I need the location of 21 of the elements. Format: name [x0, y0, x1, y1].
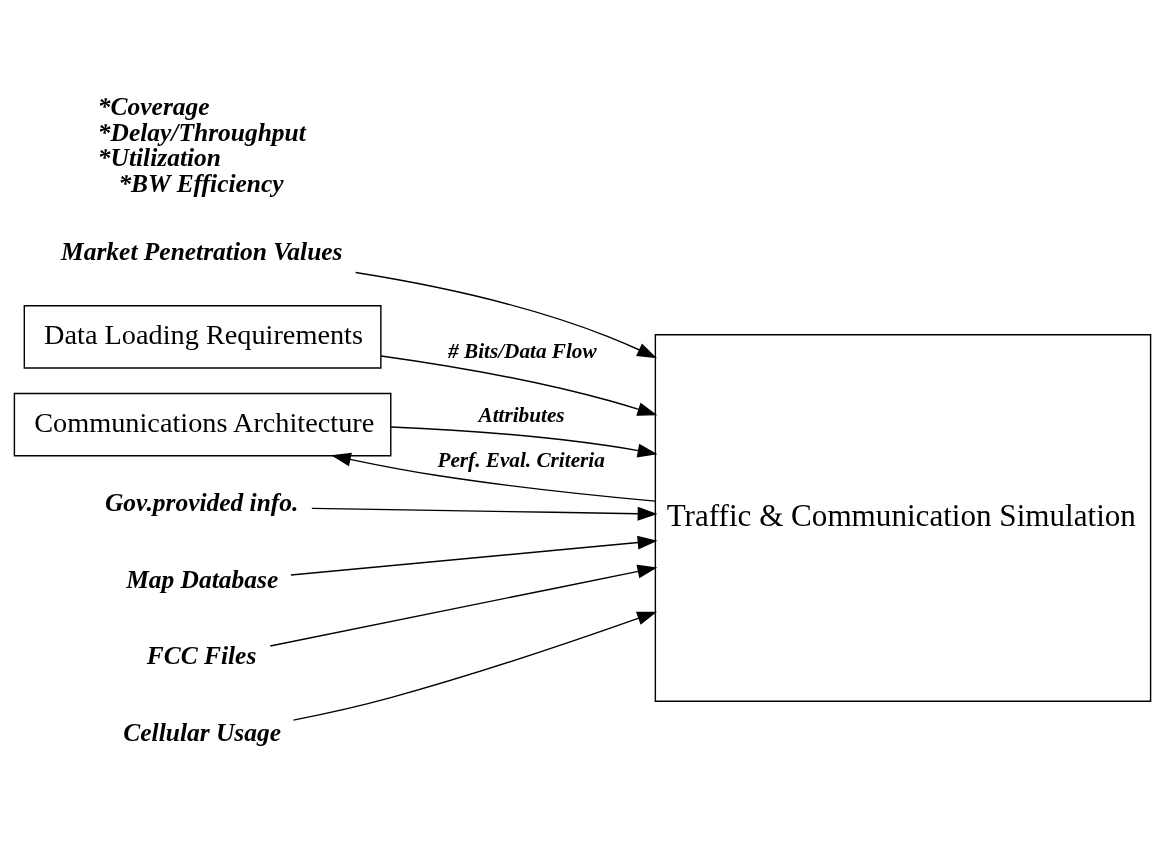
arrow — [290, 535, 658, 576]
edge-label: Attributes — [478, 402, 565, 427]
node-box: Data Loading Requirements — [23, 304, 382, 369]
arrow — [354, 271, 657, 358]
node-box: Traffic & Communication Simulation — [654, 333, 1152, 702]
node-text: Cellular Usage — [123, 717, 282, 747]
arrow — [292, 611, 657, 721]
label: *Coverage — [97, 91, 210, 121]
node-text: Gov.provided info. — [104, 487, 299, 517]
arrow — [311, 506, 658, 521]
label: *BW Efficiency — [118, 168, 284, 198]
edge-label: Perf. Eval. Criteria — [437, 447, 605, 472]
arrow — [269, 564, 658, 647]
node-box: Communications Architecture — [13, 392, 392, 456]
node-text: FCC Files — [146, 640, 257, 670]
node-text: Market Penetration Values — [61, 236, 343, 266]
arrow — [380, 354, 658, 416]
arrow — [331, 452, 656, 502]
arrow — [390, 425, 658, 457]
node-text: Map Database — [126, 564, 279, 594]
edge-label: # Bits/Data Flow — [448, 338, 597, 363]
